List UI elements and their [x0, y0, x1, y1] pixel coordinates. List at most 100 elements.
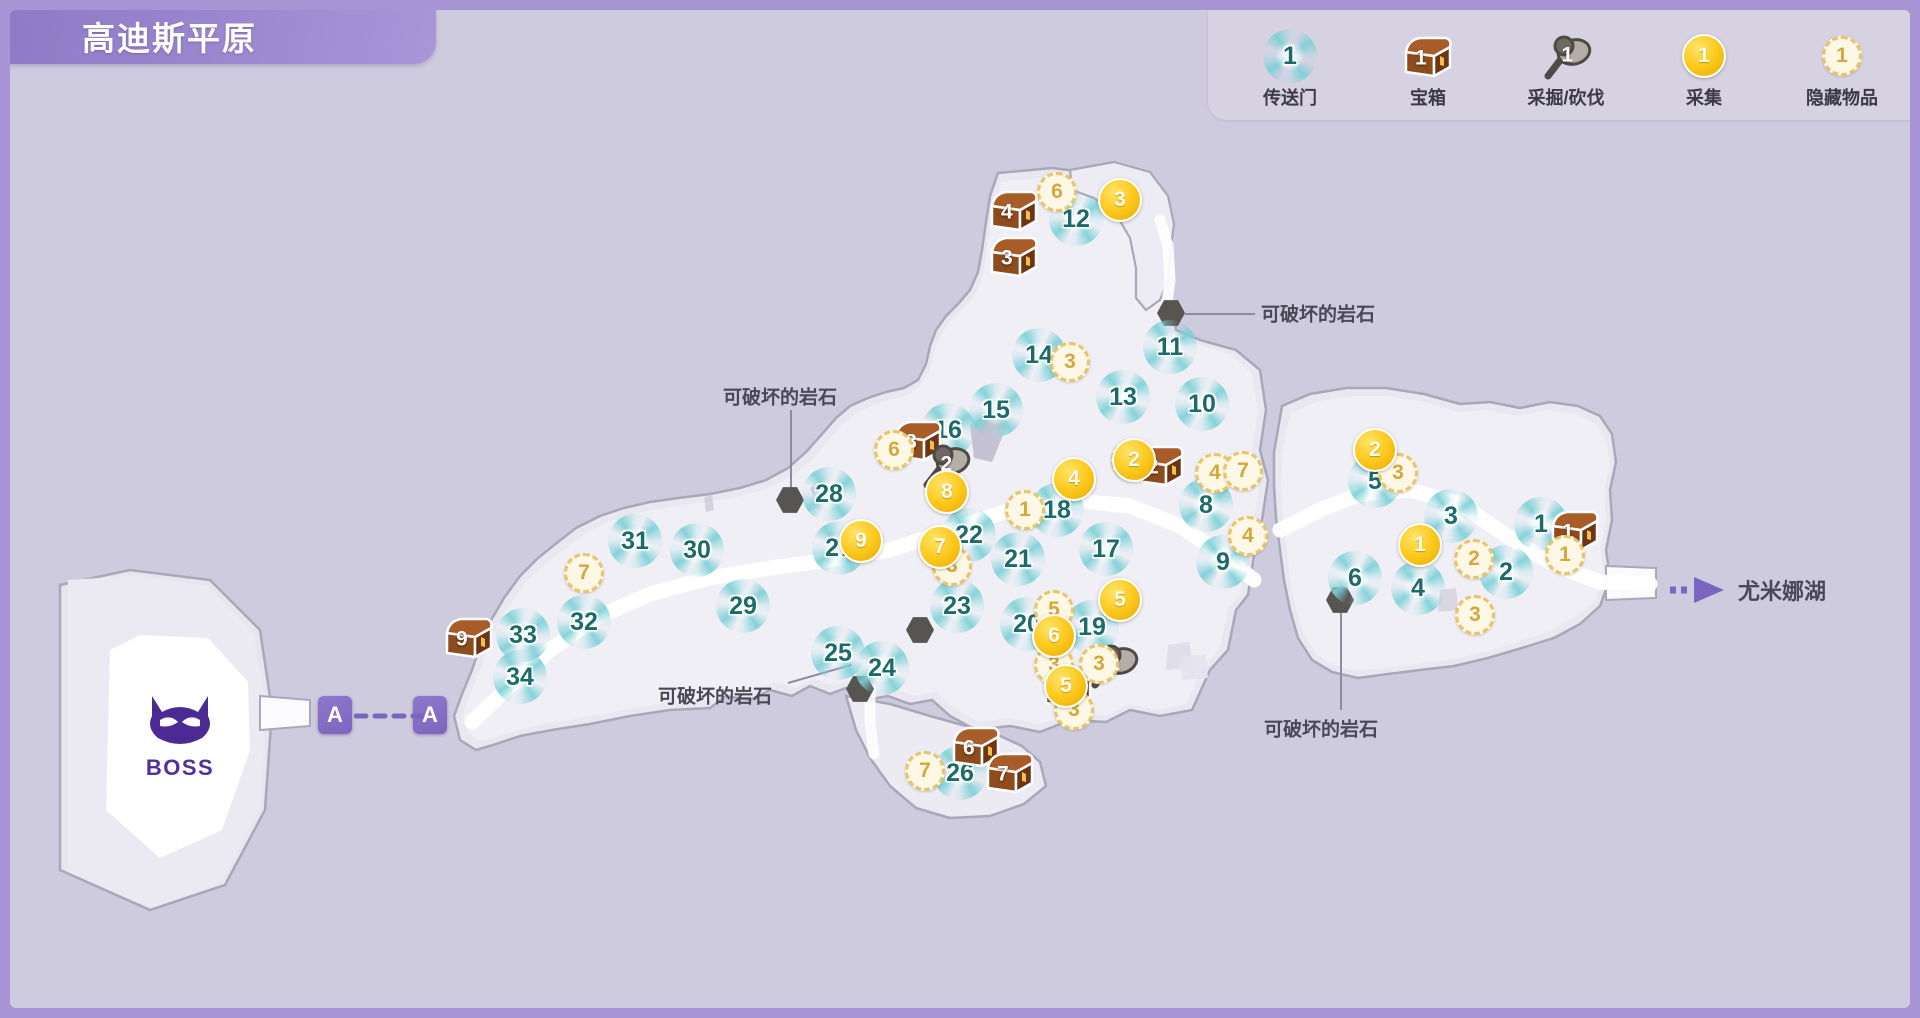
- marker-number: 3: [1469, 603, 1481, 626]
- title-banner: 高迪斯平原: [10, 10, 436, 64]
- marker-number: 4: [1001, 200, 1013, 224]
- marker-number: 6: [1051, 180, 1063, 203]
- marker-number: 4: [1068, 467, 1080, 490]
- marker-number: 8: [1199, 490, 1213, 519]
- chest-marker[interactable]: 7: [984, 750, 1036, 794]
- boss-demon-face-icon: [150, 696, 210, 744]
- pickaxe-icon: 1: [1540, 34, 1592, 80]
- gather-marker[interactable]: 5: [1098, 578, 1142, 622]
- rock-label-1: 可破坏的岩石: [1261, 304, 1376, 326]
- marker-number: 7: [578, 561, 590, 584]
- hidden-item-marker[interactable]: 1: [1545, 535, 1585, 575]
- gather-marker[interactable]: 7: [918, 525, 962, 569]
- hidden-item-marker[interactable]: 7: [905, 751, 945, 791]
- hidden-item-marker[interactable]: 2: [1454, 539, 1494, 579]
- gather-marker[interactable]: 4: [1052, 457, 1096, 501]
- legend-sample-value: 1: [1415, 46, 1427, 70]
- gather-marker[interactable]: 5: [1044, 664, 1088, 708]
- legend-label-gather: 采集: [1686, 88, 1722, 108]
- gather-icon: 1: [1682, 34, 1726, 78]
- hidden-item-marker[interactable]: 6: [1037, 172, 1077, 212]
- chest-marker[interactable]: 4: [988, 188, 1040, 232]
- legend-item-gather[interactable]: 1 采集: [1648, 34, 1760, 110]
- portal-marker[interactable]: 29: [716, 579, 770, 633]
- legend-item-chest[interactable]: 1 宝箱: [1372, 34, 1484, 110]
- hidden-item-marker[interactable]: 3: [1050, 342, 1090, 382]
- portal-marker[interactable]: 30: [670, 523, 724, 577]
- rock-label-4: 可破坏的岩石: [1264, 719, 1379, 741]
- legend-label-mining: 采掘/砍伐: [1527, 88, 1605, 108]
- hidden-item-marker[interactable]: 3: [1378, 453, 1418, 493]
- portal-marker[interactable]: 28: [802, 467, 856, 521]
- marker-number: 2: [1128, 448, 1140, 471]
- portal-marker[interactable]: 17: [1079, 522, 1133, 576]
- marker-number: 3: [1048, 653, 1060, 676]
- portal-marker[interactable]: 11: [1143, 320, 1197, 374]
- destructible-rock[interactable]: [905, 615, 935, 645]
- portal-marker[interactable]: 31: [608, 514, 662, 568]
- hidden-item-marker[interactable]: 7: [564, 553, 604, 593]
- marker-number: 3: [1001, 246, 1013, 270]
- marker-layer: 1211141310151628188313027222117929323323…: [10, 10, 1910, 1008]
- chest-marker[interactable]: 3: [988, 234, 1040, 278]
- marker-number: 3: [946, 554, 958, 577]
- marker-number: 9: [1216, 547, 1230, 576]
- portal-marker[interactable]: 23: [930, 579, 984, 633]
- marker-number: 2: [1499, 557, 1513, 586]
- marker-number: 2: [1369, 438, 1381, 461]
- portal-marker[interactable]: 10: [1175, 377, 1229, 431]
- gather-marker[interactable]: 3: [1098, 178, 1142, 222]
- portal-marker[interactable]: 6: [1328, 551, 1382, 605]
- portal-marker[interactable]: 34: [493, 650, 547, 704]
- marker-number: 24: [868, 653, 896, 682]
- portal-marker[interactable]: 4: [1391, 561, 1445, 615]
- hidden-item-marker[interactable]: 3: [1455, 595, 1495, 635]
- legend: 1 传送门 1 宝箱: [1208, 10, 1910, 120]
- door-a-left[interactable]: A: [318, 696, 352, 734]
- marker-number: 28: [815, 479, 843, 508]
- rock-label-3: 可破坏的岩石: [658, 686, 773, 708]
- portal-marker[interactable]: 9: [1196, 535, 1250, 589]
- rock-leader-line-1: [1185, 313, 1255, 315]
- portal-marker[interactable]: 13: [1096, 370, 1150, 424]
- marker-number: 13: [1109, 382, 1137, 411]
- chest-marker[interactable]: 9: [443, 615, 495, 659]
- portal-marker[interactable]: 24: [855, 641, 909, 695]
- map-canvas[interactable]: BOSS A A 尤米娜湖 可破坏的岩石 可破坏的岩石 可破坏的岩石 可破坏的岩…: [10, 10, 1910, 1008]
- hidden-item-marker[interactable]: 7: [1223, 451, 1263, 491]
- marker-number: 7: [1237, 459, 1249, 482]
- marker-number: 6: [963, 736, 975, 760]
- marker-number: 30: [683, 535, 711, 564]
- legend-sample-value: 1: [1698, 44, 1710, 67]
- gather-marker[interactable]: 6: [1032, 614, 1076, 658]
- marker-number: 4: [1242, 524, 1254, 547]
- marker-number: 5: [1048, 598, 1060, 621]
- rock-leader-line-2: [790, 410, 792, 488]
- boss-label: BOSS: [145, 755, 215, 780]
- gather-marker[interactable]: 8: [925, 470, 969, 514]
- marker-number: 7: [919, 759, 931, 782]
- marker-number: 32: [570, 607, 598, 636]
- destructible-rock[interactable]: [775, 485, 805, 515]
- portal-marker[interactable]: 15: [969, 383, 1023, 437]
- gather-marker[interactable]: 9: [839, 519, 883, 563]
- legend-sample-value: 1: [1561, 43, 1574, 67]
- marker-number: 31: [621, 526, 649, 555]
- door-a-right[interactable]: A: [413, 696, 447, 734]
- hidden-item-marker[interactable]: 6: [874, 430, 914, 470]
- portal-marker[interactable]: 32: [557, 595, 611, 649]
- gather-marker[interactable]: 1: [1398, 523, 1442, 567]
- gather-marker[interactable]: 2: [1353, 428, 1397, 472]
- gather-marker[interactable]: 2: [1112, 438, 1156, 482]
- legend-item-hidden[interactable]: 1 隐藏物品: [1786, 34, 1898, 110]
- marker-number: 19: [1078, 612, 1106, 641]
- legend-item-portal[interactable]: 1 传送门: [1234, 29, 1346, 110]
- chest-marker[interactable]: 6: [950, 724, 1002, 768]
- marker-number: 33: [509, 620, 537, 649]
- hidden-item-marker[interactable]: 4: [1228, 516, 1268, 556]
- rock-leader-line-4: [1340, 610, 1342, 710]
- hidden-item-marker[interactable]: 1: [1005, 490, 1045, 530]
- portal-marker[interactable]: 21: [991, 532, 1045, 586]
- legend-item-mining[interactable]: 1 采掘/砍伐: [1510, 34, 1622, 110]
